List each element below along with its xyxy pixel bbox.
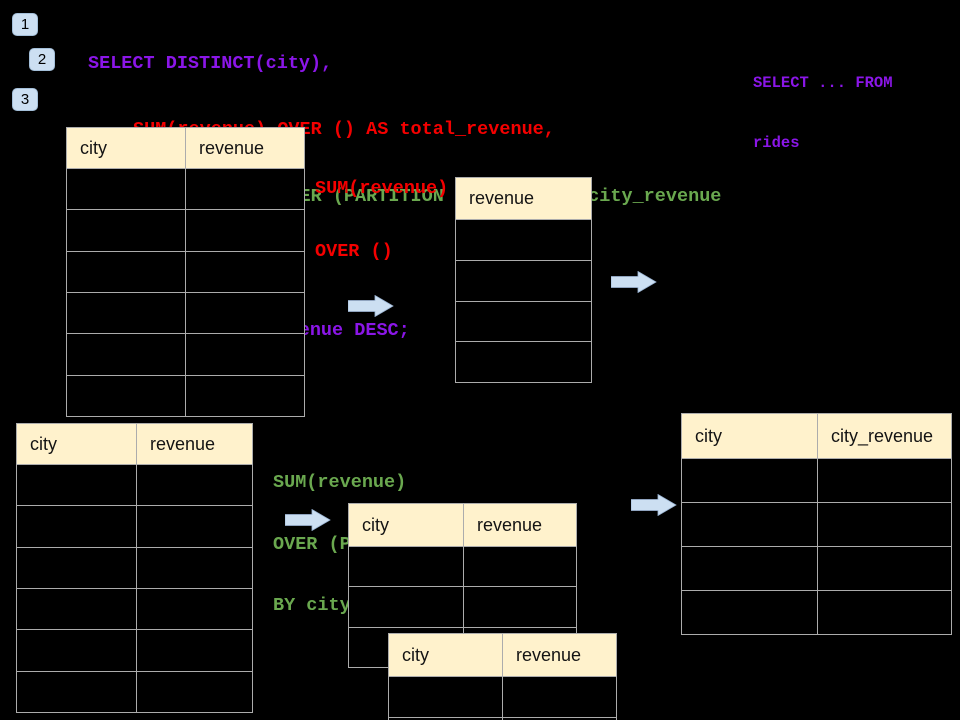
label-total-revenue: SUM(revenue) OVER () (315, 136, 448, 304)
table-source-top-header: city revenue (67, 128, 304, 168)
table-row (67, 374, 304, 416)
table-row (349, 546, 576, 587)
table-row (456, 219, 591, 260)
table-source-top: city revenue (66, 127, 305, 417)
table-row (456, 300, 591, 342)
table-partition-result: city city_revenue (681, 413, 952, 635)
header-cell-city: city (17, 424, 137, 464)
step-badge-2: 2 (29, 48, 55, 71)
step-badge-2-label: 2 (37, 51, 47, 68)
step-badge-1: 1 (12, 13, 38, 36)
table-row (67, 333, 304, 375)
table-partition-overlap: city revenue (388, 633, 617, 720)
header-cell-city: city (67, 128, 186, 168)
label-partition-line3: BY city) (273, 595, 362, 616)
step-badge-3: 3 (12, 88, 38, 111)
table-row (17, 629, 252, 671)
table-row (682, 546, 951, 590)
step-badge-1-label: 1 (20, 16, 30, 33)
side-note-line2: rides (753, 134, 800, 152)
table-partition-overlap-header: city revenue (389, 634, 616, 676)
label-total-line1: SUM(revenue) (315, 178, 449, 199)
table-row (456, 341, 591, 382)
table-row (682, 590, 951, 634)
header-cell-revenue: revenue (477, 514, 543, 535)
table-source-bottom: city revenue (16, 423, 253, 713)
table-row (17, 587, 252, 630)
table-row (682, 502, 951, 546)
label-total-line2: OVER () (315, 241, 393, 262)
flow-arrow-to-partition-table (285, 509, 331, 531)
side-note-select-from: SELECT ... FROM rides (753, 33, 893, 193)
table-total-result-header: revenue (456, 178, 591, 219)
header-cell-city-revenue: city_revenue (831, 425, 934, 446)
header-cell-city: city (682, 414, 818, 458)
label-partition-line1: SUM(revenue) (273, 472, 407, 493)
header-cell-revenue: revenue (469, 188, 535, 208)
table-row (17, 505, 252, 547)
table-row (17, 546, 252, 588)
header-cell-city: city (349, 504, 464, 546)
table-row (17, 670, 252, 712)
sql-line-select: SELECT DISTINCT(city), (88, 52, 333, 74)
table-row (67, 209, 304, 251)
table-row (349, 586, 576, 627)
header-cell-revenue: revenue (199, 137, 265, 158)
table-row (17, 464, 252, 506)
table-row (67, 250, 304, 292)
table-row (682, 458, 951, 502)
table-partition-result-header: city city_revenue (682, 414, 951, 458)
table-source-bottom-header: city revenue (17, 424, 252, 464)
flow-arrow-from-total-table (611, 271, 657, 293)
table-row (389, 717, 616, 720)
table-row (389, 676, 616, 717)
table-row (67, 168, 304, 210)
flow-arrow-to-total-table (348, 295, 394, 317)
header-cell-revenue: revenue (150, 433, 216, 454)
table-total-result: revenue (455, 177, 592, 383)
flow-arrow-to-result-table (631, 494, 677, 516)
step-badge-3-label: 3 (20, 91, 30, 108)
table-row (67, 291, 304, 334)
table-row (456, 259, 591, 301)
header-cell-revenue: revenue (516, 644, 582, 665)
side-note-line1: SELECT ... FROM (753, 74, 893, 92)
header-cell-city: city (389, 634, 503, 676)
table-partition-mid-header: city revenue (349, 504, 576, 546)
